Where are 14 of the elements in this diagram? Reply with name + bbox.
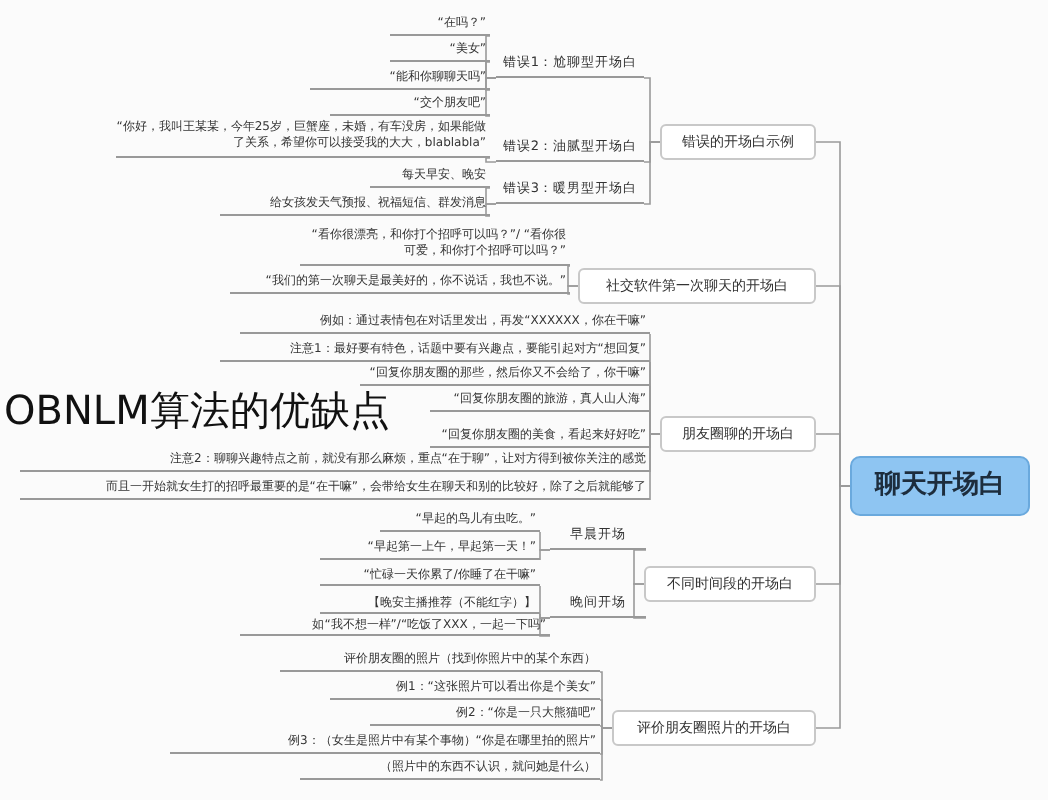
connector-line [643, 141, 661, 205]
connector-line [633, 549, 647, 585]
central-topic-box: 聊天开场白 [850, 456, 1030, 516]
connector-line [485, 203, 497, 217]
connector-line [633, 583, 647, 619]
connector-line [649, 433, 661, 501]
connector-line [485, 77, 497, 117]
connector-line [539, 617, 551, 637]
connector-line [567, 285, 579, 295]
connector-line [599, 727, 613, 781]
title: OBNLM算法的优缺点 [4, 384, 390, 438]
connector-line [539, 549, 551, 561]
connector-line [815, 485, 851, 729]
connector-line [485, 157, 497, 163]
